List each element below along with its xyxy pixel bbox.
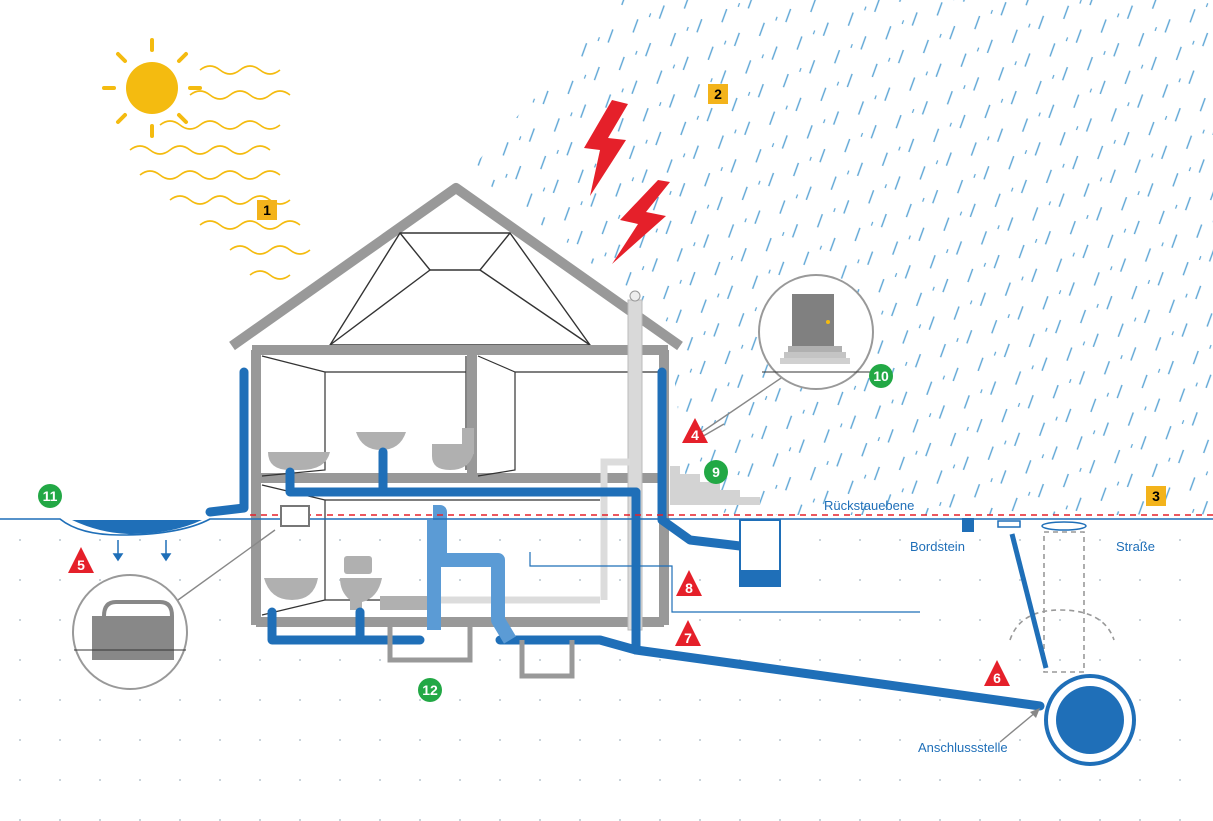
marker-12-label: 12 — [422, 682, 438, 698]
marker-5-label: 5 — [77, 557, 85, 573]
marker-6-label: 6 — [993, 670, 1001, 686]
light-pipes — [440, 458, 630, 604]
marker-8: 8 — [676, 570, 702, 596]
door-icon — [780, 294, 850, 364]
ground-line — [0, 518, 1213, 536]
sun-icon — [102, 38, 311, 280]
curb — [962, 518, 974, 532]
gully — [997, 520, 1021, 528]
outdoor-stairs — [670, 466, 760, 505]
main-riser — [427, 505, 517, 644]
marker-4-label: 4 — [691, 427, 699, 443]
puddle — [72, 520, 202, 534]
street-drain-pipe — [1009, 533, 1049, 669]
marker-11: 11 — [38, 484, 62, 508]
marker-11-label: 11 — [43, 488, 58, 504]
basket-callout — [72, 529, 276, 690]
house-attic — [328, 232, 592, 346]
strasse-label: Straße — [1116, 539, 1155, 554]
lifting-station — [739, 519, 781, 587]
seepage-arrows — [112, 540, 172, 562]
marker-10-label: 10 — [873, 368, 889, 384]
sewer-manhole-icon — [1044, 674, 1136, 766]
marker-3-label: 3 — [1152, 488, 1160, 504]
fixtures — [264, 428, 474, 610]
rueckstauebene-label: Rückstauebene — [824, 498, 914, 513]
marker-3: 3 — [1146, 486, 1166, 506]
marker-9-label: 9 — [712, 464, 720, 480]
marker-2-label: 2 — [714, 86, 722, 102]
marker-12: 12 — [418, 678, 442, 702]
marker-4: 4 — [682, 418, 708, 443]
bordstein-label: Bordstein — [910, 539, 965, 554]
house-roof — [229, 183, 683, 351]
marker-1-label: 1 — [263, 202, 271, 218]
marker-6: 6 — [984, 660, 1010, 686]
floor-pits — [387, 626, 575, 679]
marker-9: 9 — [704, 460, 728, 484]
basket-icon — [92, 600, 174, 660]
basement-window — [280, 505, 310, 527]
signal-line — [529, 552, 920, 613]
marker-1: 1 — [257, 200, 277, 220]
marker-8-label: 8 — [685, 580, 693, 596]
lightning-icon — [584, 100, 670, 264]
marker-5: 5 — [68, 547, 94, 573]
marker-2: 2 — [708, 84, 728, 104]
anschluss-arrow — [999, 708, 1040, 743]
door-callout — [689, 274, 874, 441]
manhole-shaft — [1009, 531, 1115, 673]
marker-10: 10 — [869, 364, 893, 388]
drain-pipes — [205, 367, 1045, 711]
anschlussstelle-label: Anschlussstelle — [918, 740, 1008, 755]
marker-7-label: 7 — [684, 630, 692, 646]
rain-pattern — [470, 0, 1213, 515]
manhole-cover — [1041, 521, 1087, 531]
marker-7: 7 — [675, 620, 701, 646]
